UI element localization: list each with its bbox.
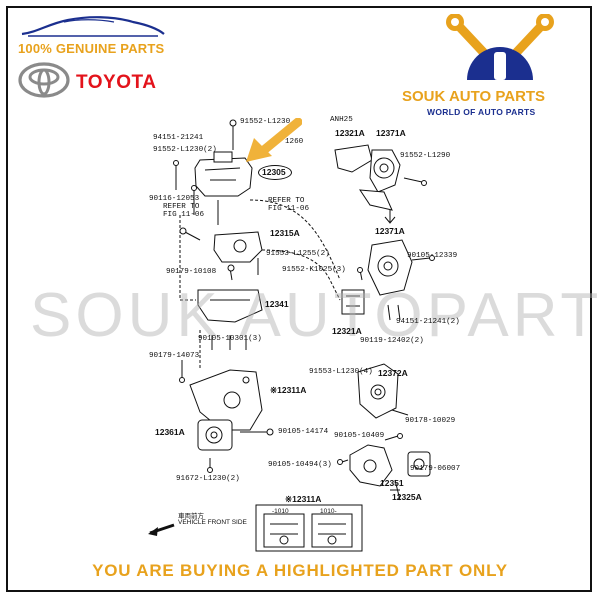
part-label: 12321A xyxy=(332,326,362,336)
part-label: 90119-12402(2) xyxy=(360,337,424,345)
part-label: FIG 11-06 xyxy=(163,211,205,219)
image-frame xyxy=(6,6,592,592)
part-label: 94151-21241(2) xyxy=(396,318,460,326)
part-label: 90105-10409 xyxy=(334,432,385,440)
part-label: 12315A xyxy=(270,228,300,238)
part-label: 91552-L1290 xyxy=(400,152,451,160)
part-label: 12361A xyxy=(155,427,185,437)
part-label: REFER TO xyxy=(163,203,200,211)
part-label: 12325A xyxy=(392,492,422,502)
toyota-brand-text: TOYOTA xyxy=(76,72,157,93)
part-label: 91553-L1230(4) xyxy=(309,368,373,376)
part-label: 90178-10029 xyxy=(405,417,456,425)
inset-column-label: 1010- xyxy=(320,508,337,515)
part-label: 12372A xyxy=(378,368,408,378)
part-label: ※12311A xyxy=(270,385,307,395)
inset-title: ※12311A xyxy=(285,494,322,504)
part-label: 12371A xyxy=(375,226,405,236)
vehicle-front-label-jp: 車両前方 xyxy=(178,513,204,520)
highlighted-part-number: 12305 xyxy=(262,167,286,177)
part-label: 91552-K1025(3) xyxy=(282,266,346,274)
part-label: 12321A xyxy=(335,128,365,138)
part-label: ANH25 xyxy=(330,116,353,124)
highlight-oval xyxy=(258,165,292,180)
part-label: 90105-10301(3) xyxy=(198,335,262,343)
part-label: 91553-L1255(2) xyxy=(266,250,330,258)
part-label: 12341 xyxy=(265,299,289,309)
part-label: 90179-10108 xyxy=(166,268,217,276)
store-name: SOUK AUTO PARTS xyxy=(402,88,546,105)
wrench-logo-icon xyxy=(446,14,554,80)
part-label: 90105-10494(3) xyxy=(268,461,332,469)
part-label: 91552-L1230 xyxy=(240,118,291,126)
part-label: 91552-L1230(2) xyxy=(153,146,217,154)
genuine-parts-text: 100% GENUINE PARTS xyxy=(18,41,165,56)
part-label: 90116-12053 xyxy=(149,195,200,203)
part-label: 91672-L1230(2) xyxy=(176,475,240,483)
inset-column-label: -1010 xyxy=(272,508,289,515)
part-label: 1260 xyxy=(285,138,304,146)
part-label: 12371A xyxy=(376,128,406,138)
vehicle-front-arrow-icon xyxy=(148,523,175,536)
part-label: 12351 xyxy=(380,478,404,488)
part-label: 90105-12339 xyxy=(407,252,458,260)
vehicle-front-label: VEHICLE FRONT SIDE xyxy=(178,519,247,526)
part-label: 90105-14174 xyxy=(278,428,329,436)
watermark-text: SOUK AUTOPARTS xyxy=(30,281,600,350)
footer-notice: YOU ARE BUYING A HIGHLIGHTED PART ONLY xyxy=(92,561,508,580)
part-label: 90179-14073 xyxy=(149,352,200,360)
toyota-logo-icon xyxy=(18,62,70,98)
car-silhouette-icon xyxy=(21,16,165,37)
store-tagline: WORLD OF AUTO PARTS xyxy=(427,107,536,117)
part-label: 90179-06007 xyxy=(410,465,461,473)
part-label: FIG 11-06 xyxy=(268,205,310,213)
part-label: REFER TO xyxy=(268,197,305,205)
highlight-arrow-icon xyxy=(246,118,302,162)
part-label: 94151-21241 xyxy=(153,134,204,142)
